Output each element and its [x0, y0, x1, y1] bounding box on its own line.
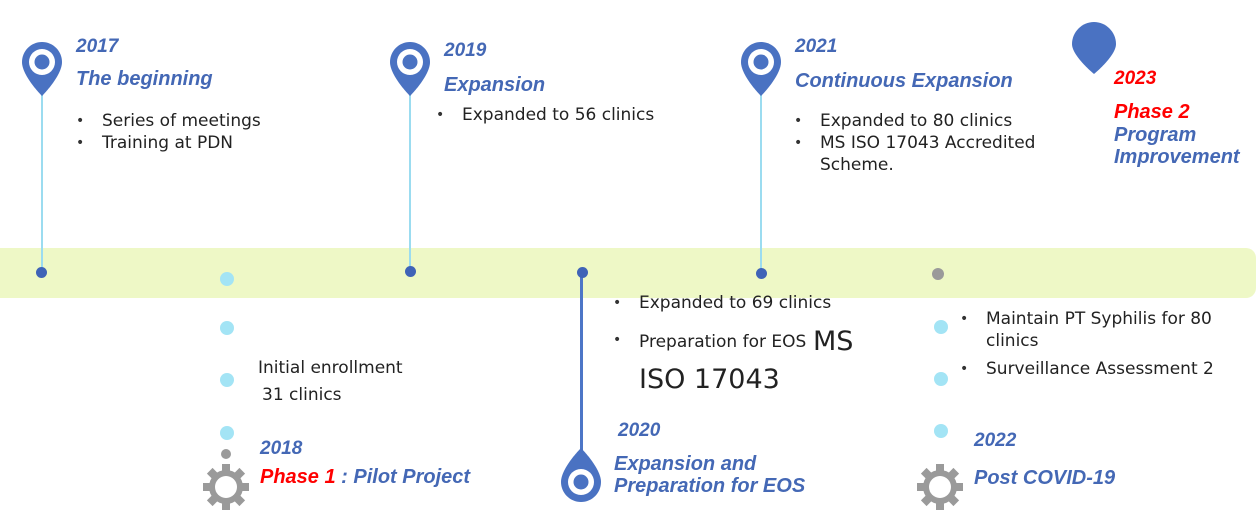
- title-separator: :: [335, 466, 354, 488]
- milestone-points: Expanded to 56 clinics: [436, 104, 654, 126]
- drop-dot: [220, 321, 234, 335]
- drop-dot: [220, 373, 234, 387]
- drop-dot: [220, 426, 234, 440]
- milestone-points: Series of meetings Training at PDN: [76, 110, 261, 154]
- connector-2019: [409, 92, 411, 272]
- drop-dot: [934, 372, 948, 386]
- milestone-text: 31 clinics: [262, 385, 342, 405]
- point-text-large: ISO 17043: [639, 364, 780, 395]
- connector-2020: [580, 272, 583, 462]
- point-item: Maintain PT Syphilis for 80 clinics: [960, 308, 1250, 352]
- milestone-title: Program: [1114, 124, 1197, 146]
- milestone-title: The beginning: [76, 68, 213, 90]
- map-pin-icon: [741, 42, 781, 96]
- milestone-title: Preparation for EOS: [614, 475, 806, 497]
- drop-dot: [934, 320, 948, 334]
- map-pin-icon: [22, 42, 62, 96]
- milestone-title: Expansion and: [614, 453, 757, 475]
- map-pin-icon: [1072, 22, 1116, 74]
- year-label: 2021: [795, 36, 838, 57]
- map-pin-icon: [390, 42, 430, 96]
- point-item: Series of meetings: [76, 110, 261, 132]
- timeline-dot-2019: [405, 266, 416, 277]
- milestone-title: Expansion: [444, 74, 546, 96]
- milestone-points: Expanded to 80 clinics MS ISO 17043 Accr…: [794, 110, 1064, 176]
- drop-dot: [934, 424, 948, 438]
- phase-label: Phase 1: [260, 466, 336, 488]
- point-item: Training at PDN: [76, 132, 261, 154]
- point-item: Expanded to 56 clinics: [436, 104, 654, 126]
- timeline-dot-2018: [220, 272, 234, 286]
- map-pin-icon: [561, 448, 601, 502]
- year-label: 2017: [76, 36, 119, 57]
- milestone-points: Maintain PT Syphilis for 80 clinics Surv…: [960, 308, 1250, 380]
- timeline-dot-2020: [577, 267, 588, 278]
- gear-icon: [917, 464, 963, 510]
- gear-icon: [203, 464, 249, 510]
- year-label: 2019: [444, 40, 487, 61]
- phase-label: Phase 2: [1114, 101, 1190, 123]
- year-label: 2023: [1114, 68, 1157, 89]
- connector-2021: [760, 92, 762, 272]
- milestone-title: Continuous Expansion: [795, 70, 1013, 92]
- point-text: Preparation for EOS: [639, 332, 812, 352]
- connector-2017: [41, 92, 43, 272]
- point-item: Expanded to 80 clinics: [794, 110, 1064, 132]
- bullet: •: [613, 332, 622, 348]
- timeline-dot-2017: [36, 267, 47, 278]
- point-item: MS ISO 17043 Accredited Scheme.: [794, 132, 1064, 176]
- point-item: Expanded to 69 clinics: [613, 292, 913, 314]
- year-label: 2018: [260, 438, 303, 459]
- milestone-title: Post COVID-19: [974, 467, 1116, 489]
- timeline-band: [0, 248, 1256, 298]
- milestone-points: Expanded to 69 clinics: [613, 292, 913, 314]
- drop-dot: [221, 449, 231, 459]
- year-label: 2020: [618, 420, 661, 441]
- milestone-title: Phase 1 : Pilot Project: [260, 466, 470, 488]
- milestone-title: Improvement: [1114, 146, 1240, 168]
- point-text-large: MS: [813, 326, 854, 357]
- milestone-title-text: Pilot Project: [353, 466, 471, 488]
- year-label: 2022: [974, 430, 1017, 451]
- milestone-text: Initial enrollment: [258, 358, 403, 378]
- timeline-dot-2021: [756, 268, 767, 279]
- point-item: Surveillance Assessment 2: [960, 358, 1250, 380]
- timeline-dot-2022: [932, 268, 944, 280]
